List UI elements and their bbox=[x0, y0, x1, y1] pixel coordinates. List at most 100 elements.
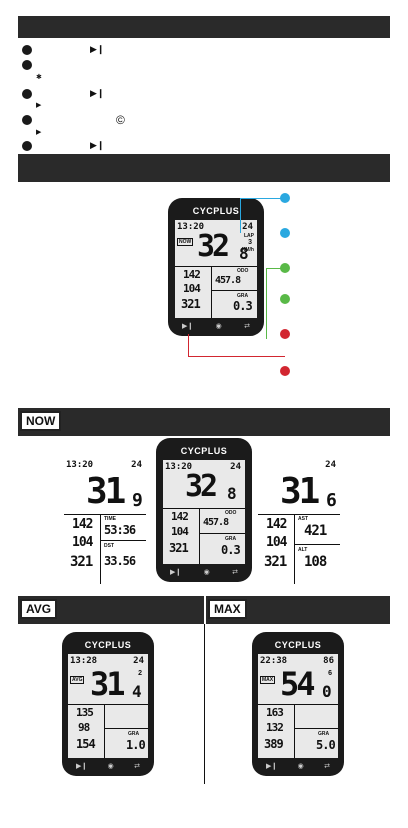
mode-tag: MAX bbox=[260, 676, 276, 684]
lap-value: 6 bbox=[328, 670, 332, 677]
button-left-icon[interactable]: ▶❙ bbox=[182, 323, 194, 330]
button-left-icon[interactable]: ▶❙ bbox=[266, 763, 278, 770]
speed-decimal: 8 bbox=[227, 484, 237, 503]
speed-integer: 31 bbox=[280, 471, 320, 512]
device-main: CYCPLUS 13:20 24 LAP 3 KM/h NOW 32 8 142… bbox=[168, 198, 264, 336]
alt-value: 108 bbox=[304, 554, 327, 570]
divider bbox=[258, 514, 340, 515]
button-center-icon[interactable]: ◉ bbox=[215, 323, 222, 330]
cadence-value: 104 bbox=[171, 525, 189, 538]
button-row: ▶❙ ◉ ⇄ bbox=[252, 762, 344, 770]
indicator-dot-green bbox=[280, 294, 290, 304]
step-bullet bbox=[22, 140, 32, 151]
step-bullet bbox=[22, 115, 32, 125]
divider bbox=[294, 704, 295, 758]
now-right-screen: 24 31 6 142 104 321 AST 421 ALT 108 bbox=[258, 458, 340, 584]
header-bar-1 bbox=[18, 16, 390, 38]
arrow-icon: ▶ bbox=[36, 102, 42, 109]
play-pause-icon: ▶❙ bbox=[90, 44, 105, 54]
battery-readout: 24 bbox=[133, 656, 144, 666]
step-bullet bbox=[22, 44, 32, 55]
clock-readout: 13:20 bbox=[177, 222, 205, 232]
speed-decimal: 4 bbox=[132, 682, 142, 701]
avg-badge: AVG bbox=[20, 599, 58, 619]
cadence-value: 104 bbox=[72, 535, 94, 550]
button-right-icon[interactable]: ⇄ bbox=[244, 323, 250, 330]
cadence-value: 132 bbox=[266, 721, 284, 734]
odo-value: 457.8 bbox=[215, 275, 241, 286]
battery-readout: 24 bbox=[230, 462, 241, 472]
time-value: 53:36 bbox=[104, 523, 136, 537]
brand-logo: CYCPLUS bbox=[274, 640, 322, 650]
button-row: ▶❙ ◉ ⇄ bbox=[168, 322, 264, 330]
power-value: 321 bbox=[169, 541, 189, 555]
clock-readout: 13:28 bbox=[70, 656, 98, 666]
step-2 bbox=[22, 60, 90, 70]
device-screen: 13:20 24 32 8 142 104 321 ODO 457.8 GRA … bbox=[163, 460, 245, 564]
cadence-value: 98 bbox=[78, 721, 90, 734]
button-right-icon[interactable]: ⇄ bbox=[324, 763, 330, 770]
step-bullet bbox=[22, 88, 32, 99]
clock-readout: 13:20 bbox=[165, 462, 193, 472]
header-bar-2 bbox=[18, 154, 390, 182]
button-center-icon[interactable]: ◉ bbox=[297, 763, 304, 770]
divider bbox=[258, 704, 338, 705]
button-left-icon[interactable]: ▶❙ bbox=[76, 763, 88, 770]
play-pause-icon: ▶❙ bbox=[90, 88, 105, 98]
odo-label: ODO bbox=[237, 268, 249, 274]
heart-rate-value: 163 bbox=[266, 706, 284, 719]
max-device: CYCPLUS 22:38 86 6 MAX 54 0 163 132 389 … bbox=[252, 632, 344, 776]
arrow-icon: ▶ bbox=[36, 129, 42, 136]
now-left-screen: 13:20 24 31 9 142 104 321 TIME 53:36 DST… bbox=[64, 458, 146, 584]
button-center-icon[interactable]: ◉ bbox=[203, 569, 210, 576]
grade-value: 0.3 bbox=[221, 543, 241, 557]
grade-value: 0.3 bbox=[233, 299, 253, 313]
divider bbox=[163, 508, 245, 509]
divider bbox=[211, 266, 212, 318]
divider bbox=[294, 544, 340, 545]
brand-logo: CYCPLUS bbox=[192, 206, 240, 216]
button-left-icon[interactable]: ▶❙ bbox=[170, 569, 182, 576]
heart-rate-value: 142 bbox=[72, 517, 94, 532]
time-label: TIME bbox=[104, 516, 116, 522]
button-right-icon[interactable]: ⇄ bbox=[232, 569, 238, 576]
divider bbox=[199, 533, 245, 534]
divider bbox=[104, 728, 148, 729]
gra-label: GRA bbox=[128, 731, 140, 737]
heart-rate-value: 142 bbox=[171, 510, 189, 523]
power-value: 321 bbox=[264, 554, 287, 570]
button-center-icon[interactable]: ◉ bbox=[107, 763, 114, 770]
grade-value: 5.0 bbox=[316, 738, 336, 752]
ast-value: 421 bbox=[304, 523, 327, 539]
indicator-dot-red bbox=[280, 366, 290, 376]
divider bbox=[294, 728, 338, 729]
power-value: 321 bbox=[70, 554, 93, 570]
mode-tag: NOW bbox=[177, 238, 194, 246]
device-screen: 22:38 86 6 MAX 54 0 163 132 389 GRA 5.0 bbox=[258, 654, 338, 758]
speed-integer: 32 bbox=[185, 469, 218, 504]
now-badge: NOW bbox=[20, 411, 62, 431]
button-right-icon[interactable]: ⇄ bbox=[134, 763, 140, 770]
step-4: © bbox=[22, 113, 125, 127]
battery-readout: 86 bbox=[323, 656, 334, 666]
odo-value: 457.8 bbox=[203, 517, 229, 528]
divider bbox=[199, 508, 200, 564]
power-value: 154 bbox=[76, 737, 96, 751]
speed-decimal: 8 bbox=[239, 244, 249, 263]
battery-readout: 24 bbox=[131, 460, 142, 470]
speed-integer: 54 bbox=[280, 665, 315, 703]
power-value: 389 bbox=[264, 737, 284, 751]
alt-label: ALT bbox=[298, 547, 308, 553]
speed-integer: 31 bbox=[86, 471, 126, 512]
play-pause-icon: ▶❙ bbox=[90, 140, 105, 150]
dst-value: 33.56 bbox=[104, 554, 136, 568]
divider bbox=[211, 290, 257, 291]
battery-readout: 24 bbox=[242, 222, 253, 232]
grade-value: 1.0 bbox=[126, 738, 146, 752]
speed-decimal: 0 bbox=[322, 682, 332, 701]
indicator-dot-red bbox=[280, 329, 290, 339]
divider bbox=[294, 514, 295, 584]
mode-tag: AVG bbox=[70, 676, 85, 684]
callout-line-blue bbox=[240, 198, 285, 233]
small-icon: ✱ bbox=[36, 74, 42, 81]
